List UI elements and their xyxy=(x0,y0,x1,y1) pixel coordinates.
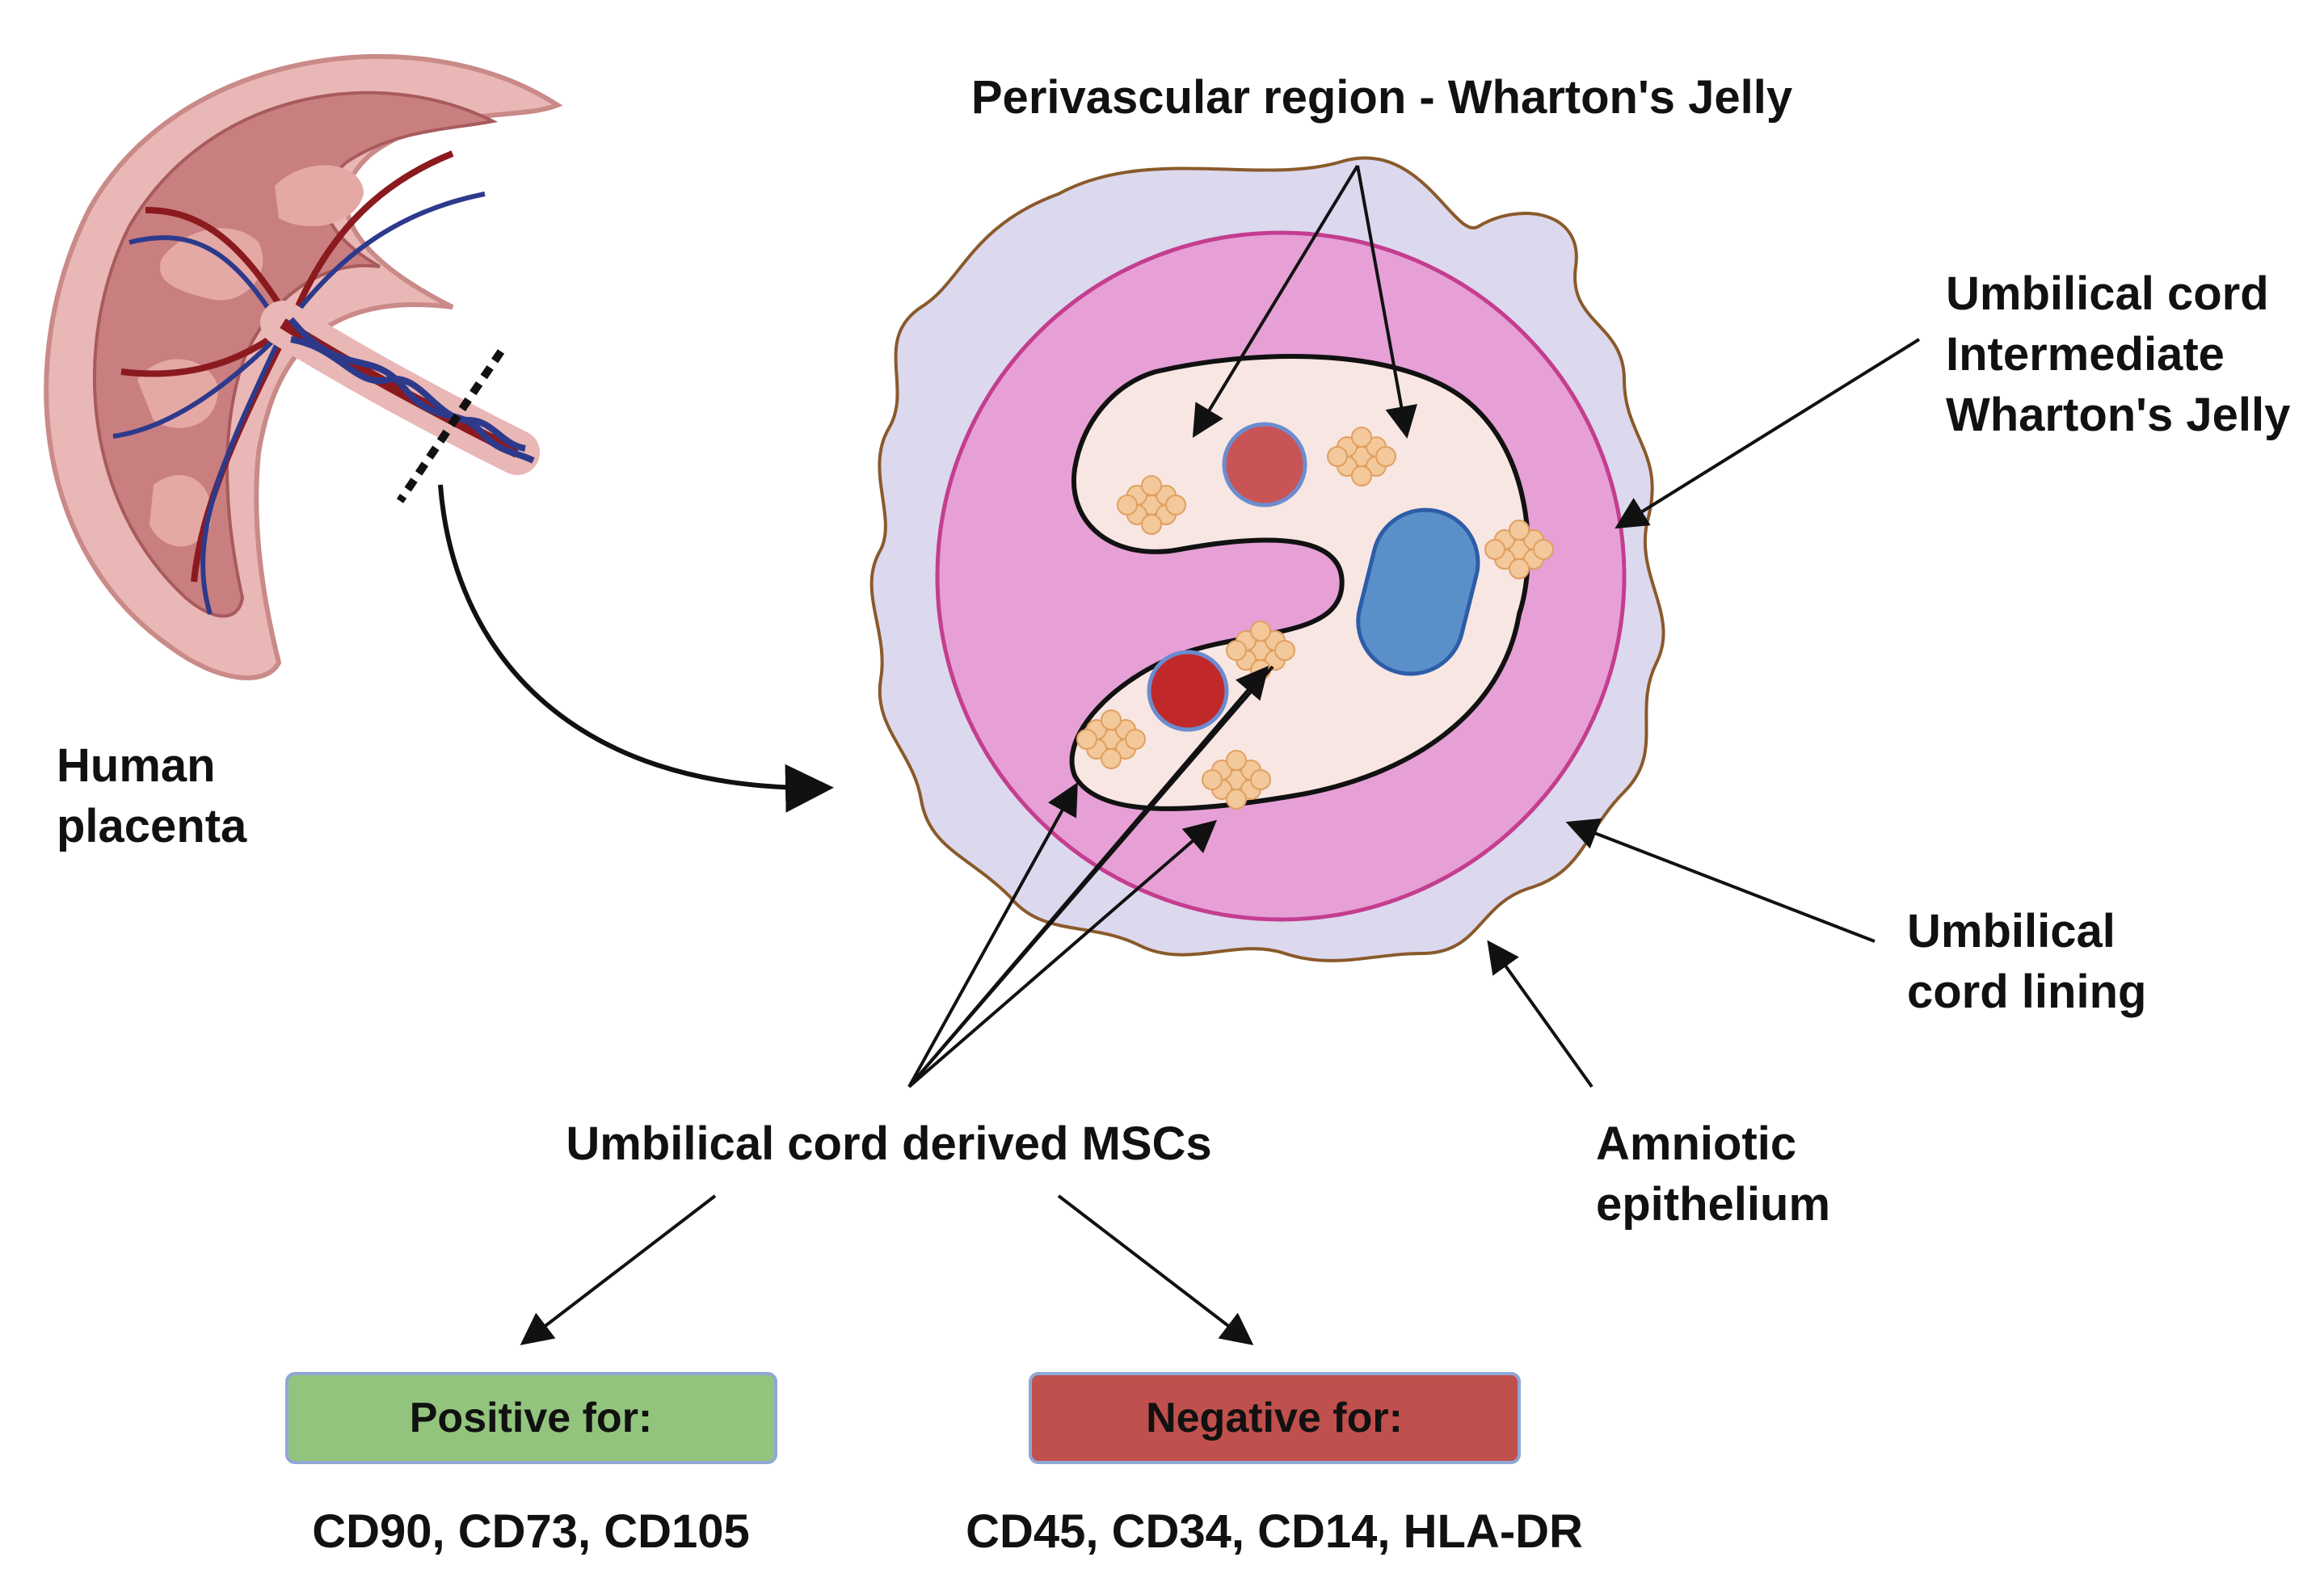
msc-cell xyxy=(1117,495,1138,516)
msc-cell xyxy=(1101,709,1122,730)
placenta-illustration xyxy=(44,53,563,680)
msc-cell xyxy=(1250,621,1271,642)
msc-cell xyxy=(1226,750,1247,771)
msc-clusters xyxy=(1076,427,1554,810)
placenta-label-line1: Human xyxy=(57,739,216,792)
msc-cluster xyxy=(1076,709,1146,769)
msc-cell xyxy=(1351,427,1372,448)
intermediate-label-line1: Umbilical cord xyxy=(1946,267,2269,320)
msc-cell xyxy=(1141,514,1162,535)
msc-cell xyxy=(1274,640,1295,661)
positive-box xyxy=(285,1372,777,1464)
msc-cluster xyxy=(1484,520,1554,579)
msc-cell xyxy=(1533,539,1554,560)
umbilical-cord-cross-section xyxy=(869,156,1665,962)
msc-cell xyxy=(1484,539,1505,560)
umbilical-vein xyxy=(1356,507,1480,676)
umbilical-artery-bottom xyxy=(1147,650,1229,732)
intermediate-label-line3: Wharton's Jelly xyxy=(1946,389,2290,441)
msc-cell xyxy=(1226,640,1247,661)
lining-label-line2: cord lining xyxy=(1907,966,2146,1018)
mscs-label: Umbilical cord derived MSCs xyxy=(566,1117,1211,1170)
msc-cluster xyxy=(1327,427,1396,486)
label-arrows xyxy=(520,164,1921,1345)
msc-cluster xyxy=(1117,475,1186,535)
msc-cell xyxy=(1125,729,1146,750)
msc-cell xyxy=(1250,769,1271,790)
msc-cell xyxy=(1327,446,1348,467)
negative-markers: CD45, CD34, CD14, HLA-DR xyxy=(966,1505,1583,1558)
lining-label-line1: Umbilical xyxy=(1907,905,2116,957)
placenta-label-line2: placenta xyxy=(57,800,247,852)
msc-cluster xyxy=(1202,750,1271,810)
msc-cell xyxy=(1076,729,1097,750)
positive-markers: CD90, CD73, CD105 xyxy=(312,1505,750,1558)
msc-cell xyxy=(1101,748,1122,769)
msc-cell xyxy=(1226,789,1247,810)
intermediate-label-line2: Intermediate xyxy=(1946,328,2225,381)
msc-cell xyxy=(1509,558,1530,579)
negative-title: Negative for: xyxy=(1146,1395,1403,1441)
amniotic-label-line2: epithelium xyxy=(1596,1178,1830,1231)
perivascular-label: Perivascular region - Wharton's Jelly xyxy=(971,71,1792,124)
umbilical-artery-top xyxy=(1222,422,1307,507)
msc-cell xyxy=(1351,465,1372,486)
msc-cell xyxy=(1375,446,1396,467)
msc-cell xyxy=(1165,495,1186,516)
placenta-to-section-arrow xyxy=(438,484,834,813)
amniotic-label-line1: Amniotic xyxy=(1596,1117,1796,1170)
msc-cell xyxy=(1202,769,1223,790)
negative-box xyxy=(1029,1372,1521,1464)
msc-cell xyxy=(1509,520,1530,541)
positive-title: Positive for: xyxy=(410,1395,653,1441)
msc-cell xyxy=(1141,475,1162,496)
